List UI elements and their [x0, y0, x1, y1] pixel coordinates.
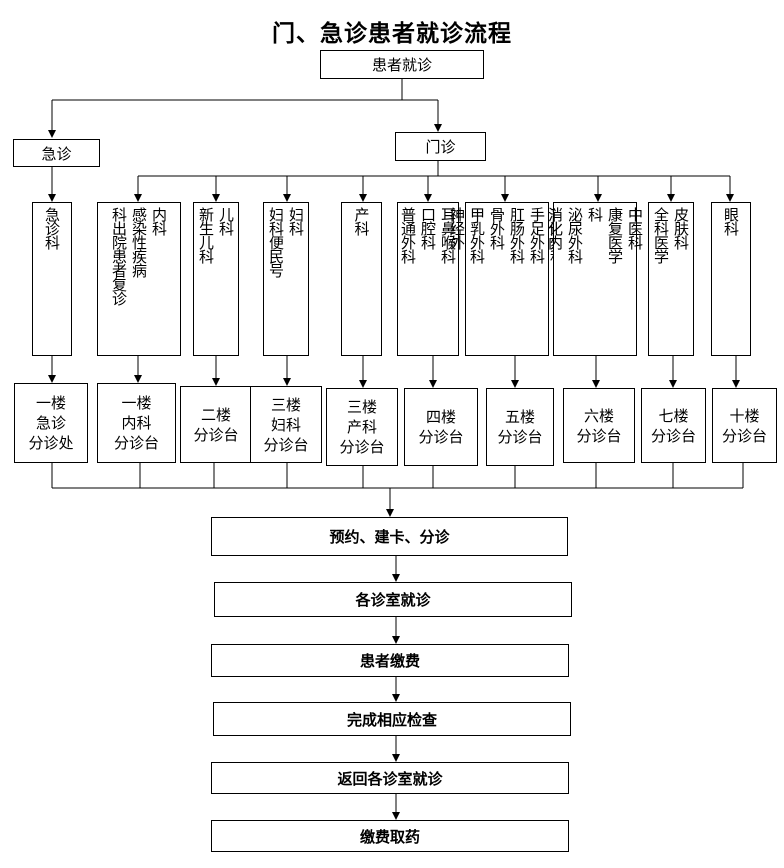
- dept-col: 口腔科: [419, 207, 437, 249]
- floor-box: 十楼 分诊台: [712, 388, 777, 463]
- floor-box: 三楼 产科 分诊台: [326, 388, 398, 466]
- dept-col: 产科: [352, 207, 371, 235]
- dept-col: 消化内: [546, 207, 564, 249]
- dept-col: 内科: [150, 207, 168, 235]
- dept-col: 急诊科: [43, 207, 61, 249]
- dept-col: 妇科便民号: [267, 207, 285, 277]
- floor-label: 二楼 分诊台: [193, 405, 239, 444]
- dept-col: 妇科: [287, 207, 305, 235]
- dept-col: 感染性疾病: [130, 207, 148, 277]
- floor-label: 一楼 急诊 分诊处: [28, 394, 74, 452]
- floor-box: 七楼 分诊台: [641, 388, 706, 463]
- floor-box: 六楼 分诊台: [563, 388, 635, 463]
- floor-label: 三楼 产科 分诊台: [339, 398, 385, 456]
- dept-tcm: 中医科 康复医学 科 泌尿外科 消化内: [546, 202, 644, 356]
- dept-col: 全科医学: [652, 207, 670, 263]
- floor-box: 三楼 妇科 分诊台: [250, 386, 322, 463]
- floor-box: 一楼 急诊 分诊处: [14, 383, 88, 463]
- step-box: 各诊室就诊: [214, 582, 572, 617]
- floor-label: 一楼 内科 分诊台: [113, 394, 159, 452]
- step-box: 患者缴费: [211, 644, 569, 677]
- dept-col: 眼科: [722, 207, 740, 235]
- dept-ophthalmology: 眼科: [711, 202, 751, 356]
- floor-box: 五楼 分诊台: [486, 388, 554, 466]
- dept-col: 康复医学: [606, 207, 624, 263]
- dept-col: 甲乳外科: [468, 207, 486, 263]
- dept-col: 骨外科: [488, 207, 506, 249]
- start-box: 患者就诊: [320, 50, 484, 79]
- dept-col: 耳鼻喉科: [439, 207, 457, 263]
- floor-label: 六楼 分诊台: [576, 406, 622, 445]
- dept-internal: 内科 感染性疾病 科出院患者复诊: [97, 202, 181, 356]
- step-box: 完成相应检查: [213, 702, 571, 736]
- dept-col: 肛肠外科: [508, 207, 526, 263]
- dept-obstetrics: 产科: [341, 202, 382, 356]
- page-title: 门、急诊患者就诊流程: [272, 21, 512, 47]
- step-box: 预约、建卡、分诊: [211, 517, 568, 556]
- dept-col: 科出院患者复诊: [110, 207, 128, 305]
- dept-col: 新生儿科: [197, 207, 215, 263]
- dept-dermatology: 皮肤科 全科医学: [648, 202, 694, 356]
- dept-col: 泌尿外科: [566, 207, 584, 263]
- step-box: 缴费取药: [211, 820, 569, 852]
- floor-box: 四楼 分诊台: [404, 388, 478, 466]
- dept-col: 手足外科: [528, 207, 546, 263]
- floor-label: 十楼 分诊台: [721, 406, 767, 445]
- dept-gynecology: 妇科 妇科便民号: [263, 202, 309, 356]
- dept-col: 科: [586, 207, 604, 221]
- floor-label: 四楼 分诊台: [418, 408, 464, 446]
- dept-col: 神经外: [448, 207, 466, 249]
- floor-label: 七楼 分诊台: [650, 406, 696, 445]
- step-box: 返回各诊室就诊: [211, 762, 569, 794]
- dept-ent: 耳鼻喉科 口腔科 普通外科: [397, 202, 459, 356]
- floor-box: 二楼 分诊台: [180, 386, 252, 463]
- dept-col: 皮肤科: [672, 207, 690, 249]
- floor-label: 五楼 分诊台: [497, 408, 543, 446]
- floor-label: 三楼 妇科 分诊台: [263, 395, 309, 454]
- dept-surgery: 普通外科 手足外科 肛肠外科 骨外科 甲乳外科 神经外: [448, 202, 566, 356]
- dept-col: 儿科: [217, 207, 235, 235]
- floor-box: 一楼 内科 分诊台: [97, 383, 176, 463]
- dept-col: 普通外科: [399, 207, 417, 263]
- outpatient-box: 门诊: [395, 132, 486, 161]
- emergency-box: 急诊: [13, 139, 100, 167]
- dept-pediatrics: 儿科 新生儿科: [193, 202, 239, 356]
- dept-col: 中医科: [626, 207, 644, 249]
- dept-emergency: 急诊科: [32, 202, 72, 356]
